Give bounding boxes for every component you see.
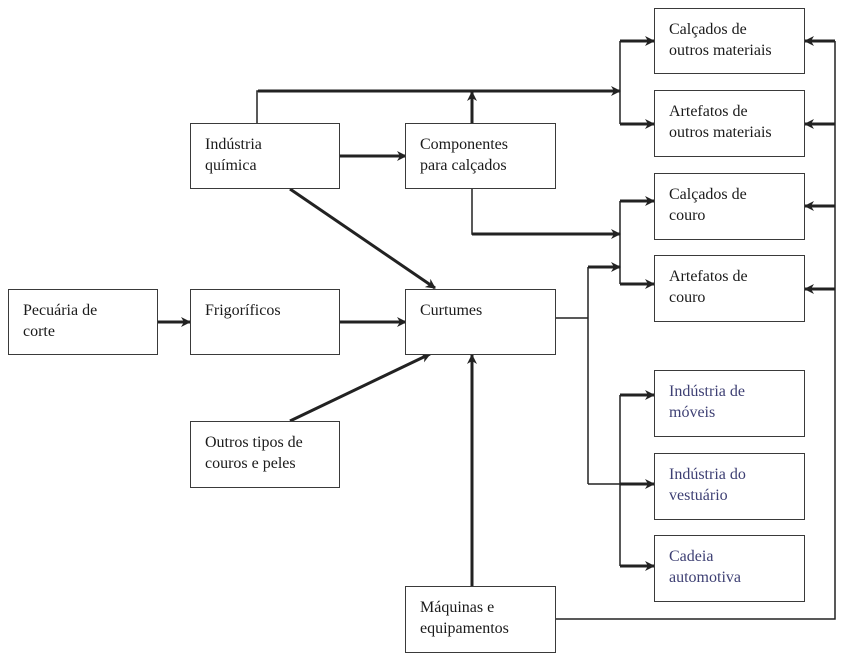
node-artef-outros: Artefatos de outros materiais [654,90,805,157]
node-vestuario: Indústria do vestuário [654,453,805,520]
node-outros-couros: Outros tipos de couros e peles [190,421,340,488]
node-calc-outros: Calçados de outros materiais [654,8,805,74]
edge-maquinas-loop [555,41,836,620]
node-pecuaria: Pecuária de corte [8,289,158,355]
node-curtumes: Curtumes [405,289,556,355]
edge-outros-couros-curtumes [289,352,431,423]
edge-componentes-couro [471,189,620,235]
node-componentes: Componentes para calçados [405,123,556,189]
edge-quimica-curtumes [289,187,436,290]
node-maquinas: Máquinas e equipamentos [405,586,556,653]
node-moveis: Indústria de móveis [654,370,805,437]
node-automotiva: Cadeia automotiva [654,535,805,602]
node-frigorificos: Frigoríficos [190,289,340,355]
node-artef-couro: Artefatos de couro [654,255,805,322]
edge-quimica-top-bus [256,90,620,123]
node-calc-couro: Calçados de couro [654,173,805,240]
node-quimica: Indústria química [190,123,340,189]
